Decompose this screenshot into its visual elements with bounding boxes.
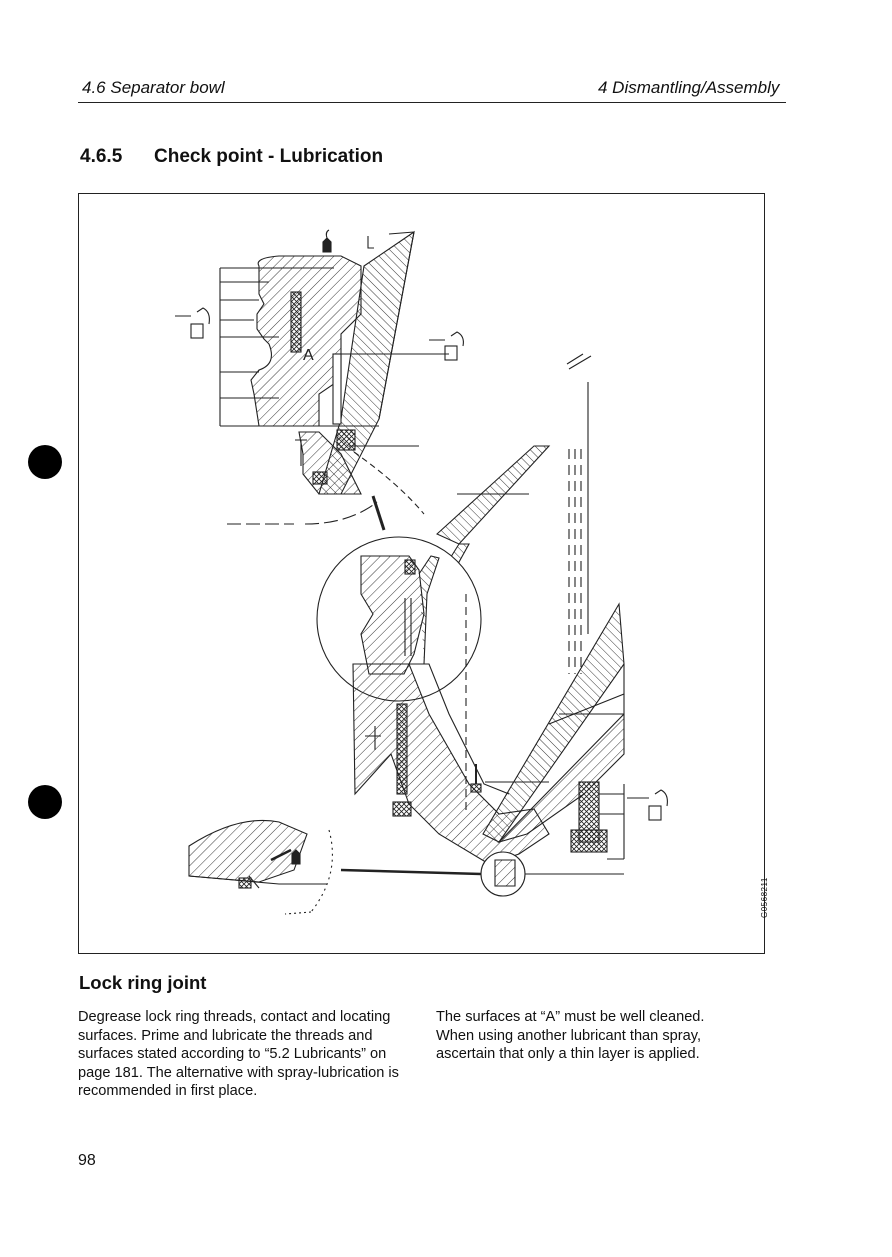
section-title: Check point - Lubrication: [154, 146, 384, 167]
subheading: Lock ring joint: [79, 972, 207, 993]
oil-can-icon-top: [322, 229, 332, 253]
spray-can-icon-right: [627, 789, 668, 821]
oil-can-icon-bottom: [291, 849, 301, 865]
lower-assembly: [188, 445, 668, 915]
technical-drawing: A: [175, 229, 668, 915]
spray-can-icon-mid: [429, 331, 464, 361]
binder-hole-bottom: [28, 785, 62, 819]
page-number: 98: [78, 1152, 96, 1169]
running-header-section: 4.6 Separator bowl: [82, 78, 225, 97]
body-text-right: The surfaces at “A” must be well cleaned…: [436, 1009, 705, 1063]
binder-hole-top: [28, 445, 62, 479]
section-heading: 4.6.5 Check point - Lubrication: [80, 146, 383, 168]
section-number: 4.6.5: [80, 146, 123, 167]
running-header-chapter: 4 Dismantling/Assembly: [598, 78, 780, 97]
brush-icon: [470, 764, 482, 793]
body-text-left: Degrease lock ring threads, contact and …: [78, 1009, 399, 1100]
upper-detail: [175, 229, 592, 674]
figure-id: G0568211: [760, 877, 769, 918]
header-rule: [78, 102, 786, 103]
figure-frame: A: [78, 193, 765, 954]
spray-can-icon-left: [175, 307, 210, 339]
label-a: A: [303, 347, 314, 364]
